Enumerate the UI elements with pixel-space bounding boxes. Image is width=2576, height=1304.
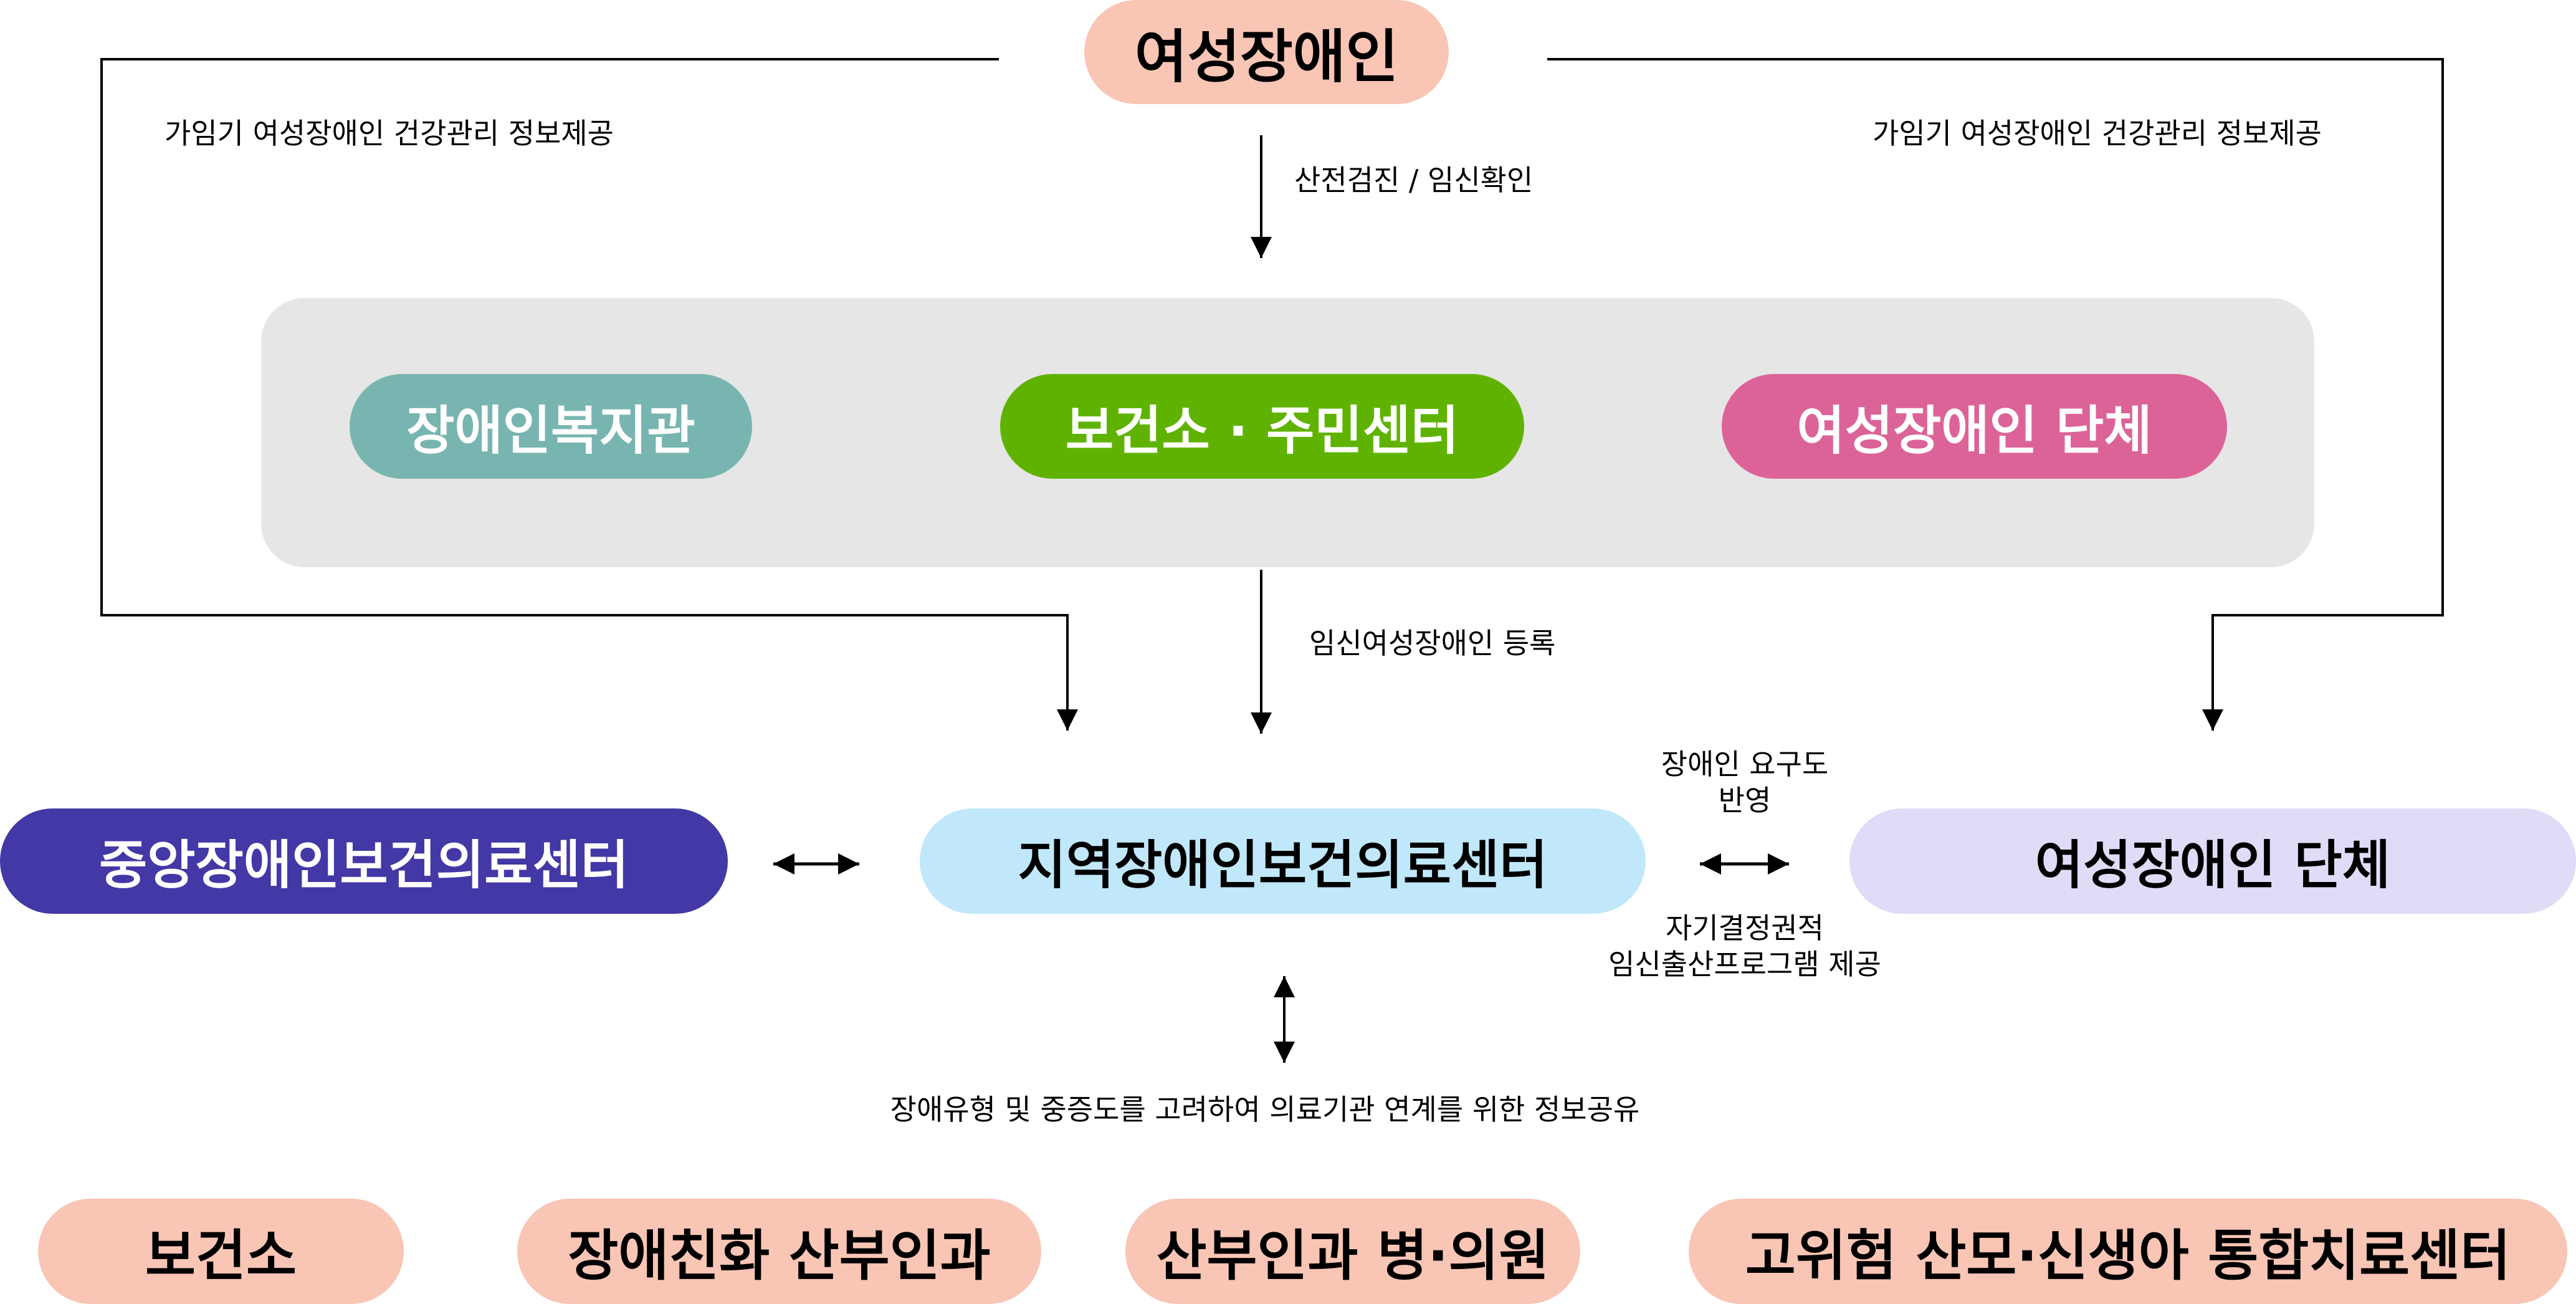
registration-label: 임신여성장애인 등록 [1309, 626, 1556, 660]
program-label-line1: 자기결정권적 [1666, 911, 1824, 945]
welfare-center-node: 장애인복지관 [350, 374, 752, 479]
health-office-community-center-node: 보건소 · 주민센터 [1000, 374, 1524, 479]
women-org-label: 여성장애인 단체 [2035, 835, 2391, 896]
medical-institution-label: 산부인과 병·의원 [1156, 1224, 1550, 1288]
right-side-label: 가임기 여성장애인 건강관리 정보제공 [1872, 117, 2322, 150]
medical-institution-label: 보건소 [145, 1224, 297, 1288]
needs-label-line1: 장애인 요구도 [1661, 747, 1829, 781]
checkup-label: 산전검진 / 임신확인 [1294, 163, 1534, 197]
central-center-label: 중앙장애인보건의료센터 [98, 835, 629, 896]
needs-label: 장애인 요구도 반영 [1620, 747, 1869, 818]
women-org-node: 여성장애인 단체 [1849, 808, 2576, 914]
info-sharing-label: 장애유형 및 중증도를 고려하여 의료기관 연계를 위한 정보공유 [890, 1093, 1640, 1126]
central-center-node: 중앙장애인보건의료센터 [0, 808, 728, 914]
right-info-connector [1547, 58, 2444, 731]
women-org-panel-node: 여성장애인 단체 [1722, 374, 2227, 479]
medical-institution-health-office: 보건소 [38, 1199, 404, 1304]
left-side-label: 가임기 여성장애인 건강관리 정보제공 [165, 117, 614, 150]
left-info-connector [100, 58, 1078, 731]
medical-institution-label: 고위험 산모·신생아 통합치료센터 [1745, 1224, 2511, 1288]
program-label-line2: 임신출산프로그램 제공 [1608, 947, 1881, 981]
medical-institution-label: 장애친화 산부인과 [568, 1224, 991, 1288]
needs-label-line2: 반영 [1718, 783, 1772, 817]
women-org-panel-label: 여성장애인 단체 [1796, 400, 2152, 461]
medical-institution-high-risk-center: 고위험 산모·신생아 통합치료센터 [1689, 1199, 2567, 1304]
program-label: 자기결정권적 임신출산프로그램 제공 [1589, 911, 1901, 982]
medical-institution-obgyn-clinic: 산부인과 병·의원 [1125, 1199, 1580, 1304]
welfare-center-label: 장애인복지관 [406, 400, 695, 461]
regional-center-node: 지역장애인보건의료센터 [920, 808, 1646, 914]
medical-institution-friendly-obgyn: 장애친화 산부인과 [517, 1199, 1041, 1304]
health-office-community-center-label: 보건소 · 주민센터 [1065, 400, 1459, 461]
regional-center-label: 지역장애인보건의료센터 [1018, 835, 1548, 896]
top-node-women-with-disabilities: 여성장애인 [1084, 0, 1449, 104]
top-node-label: 여성장애인 [1134, 24, 1399, 90]
